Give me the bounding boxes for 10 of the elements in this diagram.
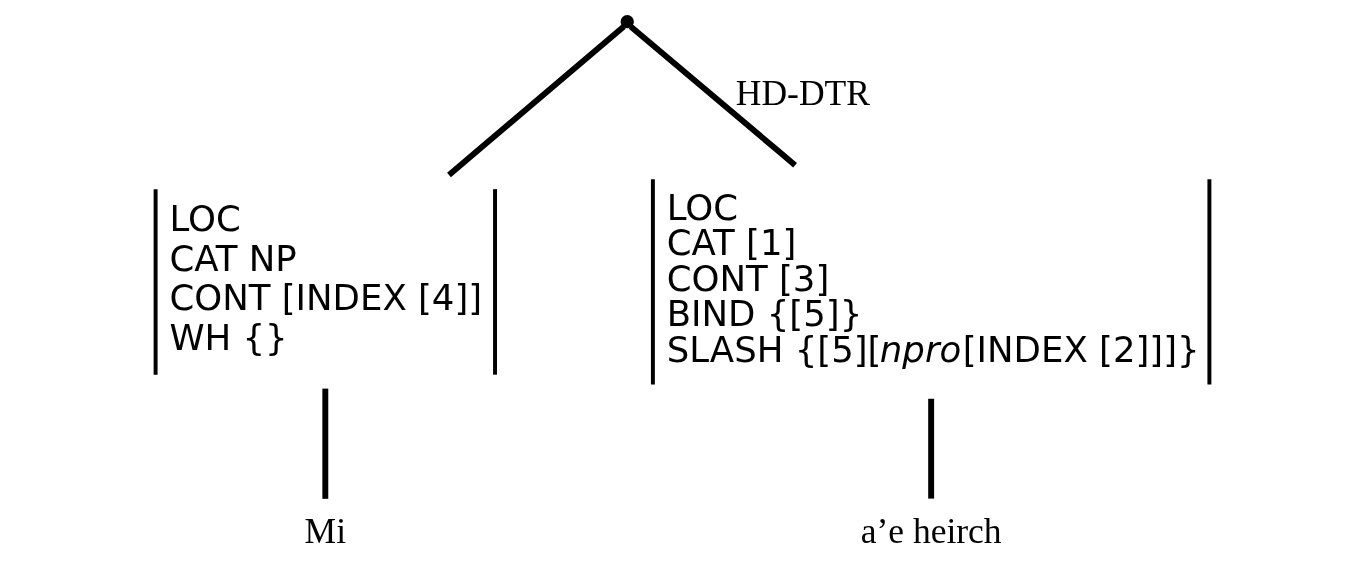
node-text: Mi — [304, 511, 346, 552]
connector — [927, 398, 934, 499]
connector — [446, 24, 626, 178]
node-point — [620, 15, 634, 29]
edge-label: HD-DTR — [735, 73, 870, 114]
node-text: LOC CAT [1] CONT [3] BIND {[5]} SLASH {[5][npro[INDEX [2]]]} — [666, 186, 1200, 370]
connector — [628, 24, 797, 168]
node-text: LOC CAT NP CONT [INDEX [4]] WH {} — [168, 198, 482, 358]
connector — [321, 388, 328, 499]
node-text: a’e heirch — [860, 511, 1002, 552]
